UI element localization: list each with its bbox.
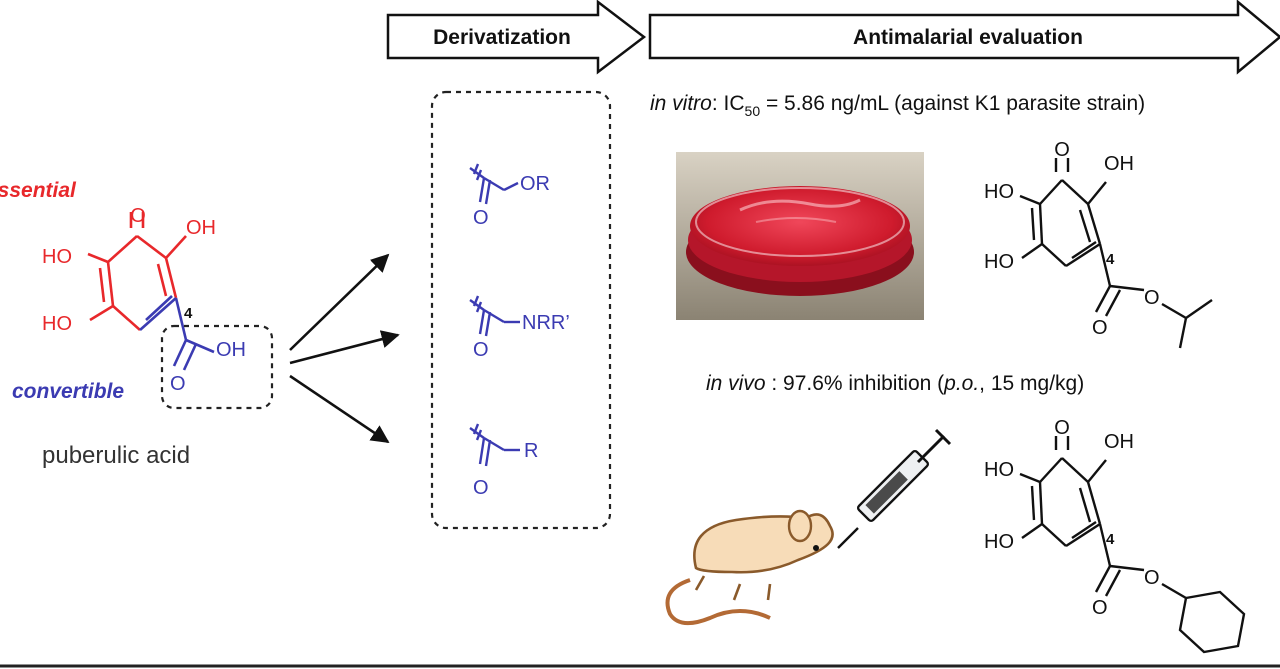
ketone-derivative: R O: [469, 423, 538, 499]
mouse-illustration: [665, 509, 834, 626]
puberulic-acid-structure: essential O OH HO HO 4: [0, 179, 274, 469]
ester-ketone-o-label: O: [1054, 139, 1070, 161]
cyclohexyl-upper-ho-label: HO: [984, 459, 1014, 481]
convertible-dashed-box: [160, 324, 274, 410]
syringe-illustration: [837, 428, 952, 549]
ester-carbonyl-o-label: O: [1092, 317, 1108, 339]
derivatization-arrows: [289, 253, 400, 444]
ketone-o-label: O: [130, 205, 146, 227]
cyclohexyl-ester-structure: O OH HO HO 4 O O: [984, 417, 1246, 654]
arrow-to-ester: [289, 253, 390, 351]
compound-name-label: puberulic acid: [42, 442, 190, 469]
ester-oh-label: OH: [1104, 153, 1134, 175]
position-4-label: 4: [184, 305, 193, 322]
cyclohexyl-position-4-label: 4: [1106, 531, 1115, 548]
ester-lower-ho-label: HO: [984, 251, 1014, 273]
cyclohexyl-oh-label: OH: [1104, 431, 1134, 453]
derivatization-arrow: Derivatization: [386, 0, 647, 75]
ketone-carbonyl-o-label: O: [473, 477, 489, 499]
amide-derivative: NRR’ O: [469, 295, 570, 361]
ester-carbonyl-o-label: O: [473, 207, 489, 229]
amide-carbonyl-o-label: O: [473, 339, 489, 361]
derivatization-label: Derivatization: [433, 26, 571, 49]
in-vivo-line: in vivo : 97.6% inhibition (p.o., 15 mg/…: [706, 372, 1084, 395]
ester-upper-ho-label: HO: [984, 181, 1014, 203]
ester-position-4-label: 4: [1106, 251, 1115, 268]
cyclohexyl-carbonyl-o-label: O: [1092, 597, 1108, 619]
acid-carbonyl-o-label: O: [170, 373, 186, 395]
ester-o-label: O: [1144, 287, 1160, 309]
acid-hydroxyl-label: OH: [216, 339, 246, 361]
upper-hydroxyl-label: HO: [42, 246, 72, 268]
arrow-to-ketone: [289, 374, 390, 444]
isopropyl-ester-structure: O OH HO HO 4 O O: [984, 139, 1213, 349]
antimalarial-evaluation-label: Antimalarial evaluation: [853, 26, 1083, 49]
hydroxyl-label: OH: [186, 217, 216, 239]
petri-dish-photo: [676, 152, 924, 320]
convertible-label: convertible: [12, 380, 124, 403]
ester-derivative: OR O: [469, 163, 550, 229]
ester-group-label: OR: [520, 173, 550, 195]
lower-hydroxyl-label: HO: [42, 313, 72, 335]
cyclohexyl-ketone-o-label: O: [1054, 417, 1070, 439]
essential-label: essential: [0, 179, 77, 202]
in-vitro-line: in vitro: IC50 = 5.86 ng/mL (against K1 …: [650, 92, 1145, 119]
derivatives-dashed-box: [430, 90, 612, 530]
amide-group-label: NRR’: [522, 312, 570, 334]
cyclohexyl-lower-ho-label: HO: [984, 531, 1014, 553]
arrow-to-amide: [289, 330, 400, 365]
antimalarial-evaluation-arrow: Antimalarial evaluation: [648, 0, 1280, 75]
ketone-group-label: R: [524, 440, 538, 462]
cyclohexyl-ester-o-label: O: [1144, 567, 1160, 589]
